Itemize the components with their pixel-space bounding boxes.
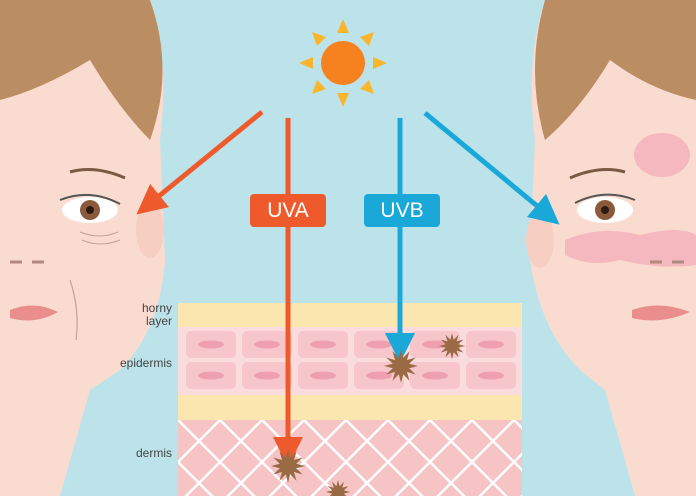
cell-nucleus bbox=[366, 340, 392, 349]
cell-nucleus bbox=[310, 340, 336, 349]
cell-nucleus bbox=[366, 371, 392, 380]
uvb-label: UVB bbox=[364, 194, 440, 227]
cell-nucleus bbox=[478, 340, 504, 349]
horny-layer-band bbox=[178, 303, 522, 327]
pigment-spot bbox=[326, 480, 350, 496]
cell-nucleus bbox=[198, 340, 224, 349]
horny-layer-label: horny layer bbox=[141, 301, 172, 328]
pigment-spots bbox=[271, 333, 465, 496]
cell-nucleus bbox=[310, 371, 336, 380]
pigment-spot bbox=[439, 333, 465, 359]
skin-cross-section bbox=[178, 303, 522, 496]
dermis-collagen-lattice bbox=[178, 420, 522, 496]
epidermis-label: epidermis bbox=[119, 356, 172, 370]
left-face-aged bbox=[0, 0, 165, 496]
sun-icon bbox=[299, 19, 387, 107]
pigment-spot bbox=[384, 349, 418, 383]
uva-label: UVA bbox=[250, 194, 326, 227]
uva-arrow-to-face bbox=[136, 110, 264, 215]
pigment-spot bbox=[271, 449, 305, 483]
cell-nucleus bbox=[422, 371, 448, 380]
dermis-label: dermis bbox=[135, 446, 172, 460]
right-face-spots bbox=[526, 0, 696, 496]
cell-nucleus bbox=[198, 371, 224, 380]
epidermis-cells bbox=[186, 331, 516, 389]
cell-nucleus bbox=[478, 371, 504, 380]
cell-nucleus bbox=[254, 340, 280, 349]
cell-nucleus bbox=[254, 371, 280, 380]
uvb-arrow-to-face bbox=[423, 111, 560, 225]
